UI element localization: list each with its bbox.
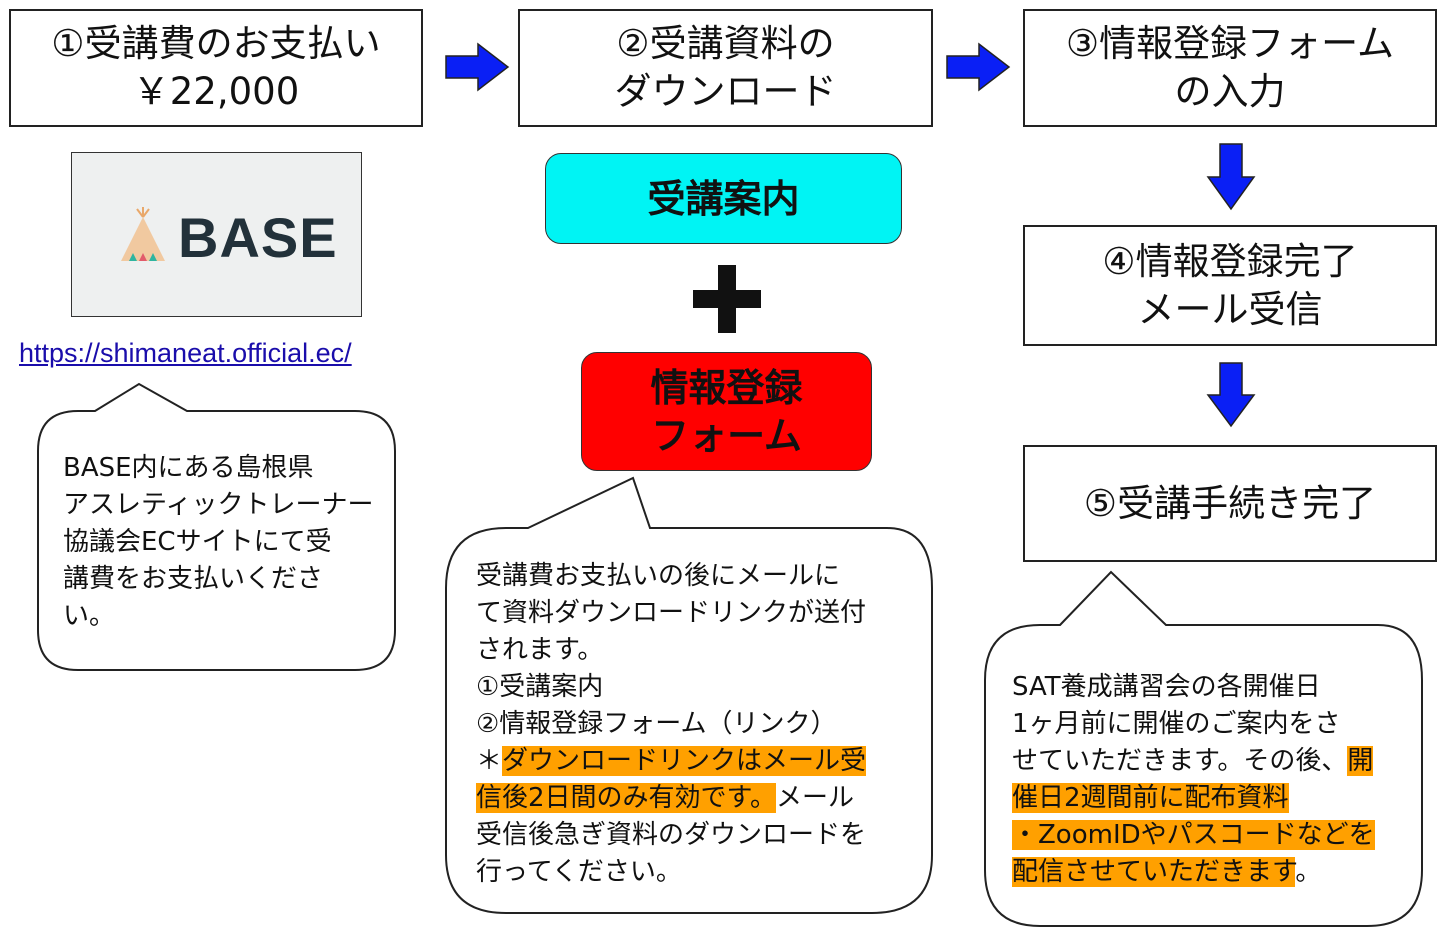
- note-marker: ＊: [476, 746, 503, 776]
- highlight-text: 催日2週間前に配布資料: [1012, 783, 1289, 813]
- bubble-line: ・ZoomIDやパスコードなどを: [1012, 817, 1412, 854]
- bubble-line: ＊ダウンロードリンクはメール受: [476, 743, 916, 780]
- final-bubble-text: SAT養成講習会の各開催日 1ヶ月前に開催のご案内をさ せていただきます。その後…: [1012, 669, 1412, 891]
- bubble-line: 受講費お支払いの後にメールに: [476, 561, 841, 591]
- registration-form-pill: 情報登録 フォーム: [581, 352, 872, 471]
- registration-form-line1: 情報登録: [650, 365, 803, 410]
- step-4-line2: メール受信: [1137, 287, 1323, 331]
- speech-bubble-base: [37, 382, 396, 671]
- arrow-down-icon: [1206, 143, 1256, 211]
- bubble-line: せていただきます。その後、開: [1012, 743, 1412, 780]
- materials-bubble-text: 受講費お支払いの後にメールに て資料ダウンロードリンクが送付 されます。 ①受講…: [476, 558, 916, 891]
- base-shop-link[interactable]: https://shimaneat.official.ec/: [19, 338, 352, 368]
- bubble-line: 講費をお支払いくださ: [63, 564, 324, 594]
- arrow-right-icon: [445, 42, 510, 92]
- highlight-text: ・ZoomIDやパスコードなどを: [1012, 820, 1375, 850]
- step-5-procedure-complete: ⑤受講手続き完了: [1023, 445, 1437, 562]
- highlight-text: 信後2日間のみ有効です。: [476, 783, 776, 813]
- bubble-line: 催日2週間前に配布資料: [1012, 780, 1412, 817]
- bubble-line: 受信後急ぎ資料のダウンロードを: [476, 820, 867, 850]
- base-logo-text: BASE: [178, 206, 338, 269]
- step-2-line2: ダウンロード: [614, 70, 837, 113]
- step-2-download: ②受講資料の ダウンロード: [518, 9, 933, 127]
- highlight-text: 開: [1347, 746, 1374, 776]
- plain-text: せていただきます。その後、: [1012, 746, 1348, 776]
- base-logo-card[interactable]: BASE: [71, 152, 362, 317]
- step-3-form-input: ③情報登録フォーム の入力: [1023, 9, 1437, 127]
- highlight-text: ダウンロードリンクはメール受: [502, 746, 867, 776]
- plain-text: メール: [775, 783, 854, 813]
- registration-form-line2: フォーム: [651, 413, 802, 458]
- step-5-line1: ⑤受講手続き完了: [1083, 481, 1377, 525]
- tent-icon: [121, 207, 165, 261]
- arrow-down-icon: [1206, 362, 1256, 428]
- bubble-line: BASE内にある島根県: [63, 453, 314, 483]
- step-3-line2: の入力: [1174, 70, 1286, 113]
- step-4-line1: ④情報登録完了: [1102, 239, 1358, 283]
- course-guide-pill: 受講案内: [545, 153, 902, 244]
- bubble-line: て資料ダウンロードリンクが送付: [476, 598, 867, 628]
- bubble-line: 1ヶ月前に開催のご案内をさ: [1012, 709, 1341, 739]
- bubble-line: ①受講案内: [476, 672, 604, 702]
- bubble-line: 配信させていただきます。: [1012, 854, 1412, 891]
- step-4-registration-complete: ④情報登録完了 メール受信: [1023, 225, 1437, 346]
- highlight-text: 配信させていただきます: [1012, 857, 1296, 887]
- bubble-line: SAT養成講習会の各開催日: [1012, 672, 1321, 702]
- step-1-price: ￥22,000: [132, 70, 300, 113]
- bubble-line: ②情報登録フォーム（リンク）: [476, 709, 837, 739]
- bubble-line: 協議会ECサイトにて受: [63, 527, 332, 557]
- step-2-line1: ②受講資料の: [616, 22, 835, 65]
- step-1-title: ①受講費のお支払い: [51, 22, 381, 65]
- bubble-line: 行ってください。: [476, 857, 682, 887]
- bubble-line: い。: [63, 601, 116, 631]
- bubble-line: 信後2日間のみ有効です。メール: [476, 780, 916, 817]
- step-1-payment: ①受講費のお支払い ￥22,000: [9, 9, 423, 127]
- bubble-line: アスレティックトレーナー: [63, 490, 374, 520]
- plain-text: 。: [1295, 857, 1322, 887]
- course-guide-label: 受講案内: [647, 176, 800, 221]
- step-3-line1: ③情報登録フォーム: [1065, 22, 1395, 65]
- bubble-line: されます。: [476, 635, 604, 665]
- arrow-right-icon: [946, 42, 1011, 92]
- base-bubble-text: BASE内にある島根県 アスレティックトレーナー 協議会ECサイトにて受 講費を…: [63, 450, 383, 635]
